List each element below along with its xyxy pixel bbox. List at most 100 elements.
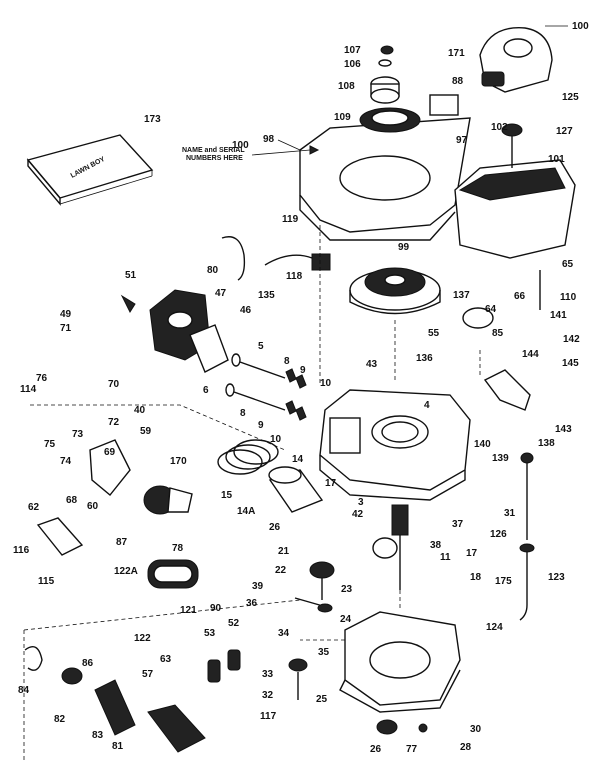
label-122A: 122A xyxy=(114,566,138,577)
part-33-gear xyxy=(288,658,308,672)
label-124: 124 xyxy=(486,622,503,633)
label-117: 117 xyxy=(260,711,277,722)
label-62: 62 xyxy=(28,502,40,513)
label-65: 65 xyxy=(562,259,574,270)
label-47: 47 xyxy=(215,288,227,299)
label-18: 18 xyxy=(470,572,482,583)
name-serial-note: NAME and SERIAL NUMBERS HERE xyxy=(182,145,320,162)
label-40: 40 xyxy=(134,405,146,416)
label-26: 26 xyxy=(269,522,281,533)
label-26b: 26 xyxy=(370,744,382,755)
label-36: 36 xyxy=(246,598,258,609)
label-21: 21 xyxy=(278,546,290,557)
label-72: 72 xyxy=(108,417,120,428)
label-34: 34 xyxy=(278,628,290,639)
label-97: 97 xyxy=(456,135,468,146)
label-55: 55 xyxy=(428,328,440,339)
part-81-filter-cover xyxy=(147,704,206,753)
label-49: 49 xyxy=(60,309,72,320)
label-173: 173 xyxy=(144,114,161,125)
label-102: 102 xyxy=(491,122,508,133)
label-87: 87 xyxy=(116,537,128,548)
part-31-dipstick xyxy=(520,452,534,540)
label-39: 39 xyxy=(252,581,264,592)
label-57: 57 xyxy=(142,669,154,680)
label-71: 71 xyxy=(60,323,72,334)
label-139: 139 xyxy=(492,453,509,464)
label-17: 17 xyxy=(325,478,337,489)
part-121-muffler xyxy=(147,559,199,589)
label-69: 69 xyxy=(104,447,116,458)
label-101: 101 xyxy=(548,154,565,165)
label-52: 52 xyxy=(228,618,240,629)
part-77-washer xyxy=(418,723,428,733)
label-80: 80 xyxy=(207,265,219,276)
label-125: 125 xyxy=(562,92,579,103)
label-15: 15 xyxy=(221,490,233,501)
label-14: 14 xyxy=(292,454,304,465)
label-53: 53 xyxy=(204,628,216,639)
part-109-starter-cup xyxy=(359,107,421,133)
label-127: 127 xyxy=(556,126,573,137)
label-100: 100 xyxy=(232,140,249,151)
part-171-recoil-starter xyxy=(479,27,553,93)
part-11-crankshaft xyxy=(372,504,409,590)
label-106: 106 xyxy=(344,59,361,70)
label-68: 68 xyxy=(66,495,78,506)
label-37: 37 xyxy=(452,519,464,530)
label-9b: 9 xyxy=(258,420,264,431)
label-143: 143 xyxy=(555,424,572,435)
part-cylinder-block xyxy=(319,389,471,501)
label-31: 31 xyxy=(504,508,516,519)
label-118: 118 xyxy=(286,271,303,282)
part-53-tappet xyxy=(207,659,221,683)
label-73: 73 xyxy=(72,429,84,440)
label-5: 5 xyxy=(258,341,264,352)
part-98-blower-housing xyxy=(299,117,471,241)
name-serial-line1: NAME and SERIAL xyxy=(182,147,245,154)
label-84: 84 xyxy=(18,685,30,696)
part-118-ignition-module xyxy=(311,253,331,271)
label-126: 126 xyxy=(490,529,507,540)
assembly-lines xyxy=(23,225,481,760)
name-serial-line2: NUMBERS HERE xyxy=(186,155,243,162)
label-28: 28 xyxy=(460,742,472,753)
label-9a: 9 xyxy=(300,365,306,376)
label-123: 123 xyxy=(548,572,565,583)
label-70: 70 xyxy=(108,379,120,390)
label-17b: 17 xyxy=(466,548,478,559)
part-83-filter-element xyxy=(94,679,136,736)
label-137: 137 xyxy=(453,290,470,301)
part-88-decal xyxy=(429,94,459,116)
label-22: 22 xyxy=(275,565,287,576)
part-115-bracket xyxy=(36,517,84,556)
label-141: 141 xyxy=(550,310,567,321)
label-64: 64 xyxy=(485,304,497,315)
label-82: 82 xyxy=(54,714,66,725)
part-number-labels: 100 171 107 106 108 88 109 125 173 102 1… xyxy=(13,21,589,755)
label-135: 135 xyxy=(258,290,275,301)
label-77: 77 xyxy=(406,744,418,755)
part-52-tappet xyxy=(227,649,241,671)
label-78: 78 xyxy=(172,543,184,554)
label-30: 30 xyxy=(470,724,482,735)
part-25-crankcase-cover xyxy=(339,611,461,713)
part-107-nut xyxy=(380,45,394,55)
label-10b: 10 xyxy=(270,434,282,445)
part-6-valve xyxy=(225,383,286,411)
part-valve-springs xyxy=(285,368,307,421)
label-60: 60 xyxy=(87,501,99,512)
label-25: 25 xyxy=(316,694,328,705)
label-121: 121 xyxy=(180,605,197,616)
part-46-gasket xyxy=(189,324,229,373)
label-35: 35 xyxy=(318,647,330,658)
part-14-piston xyxy=(268,466,324,513)
label-116: 116 xyxy=(13,545,30,556)
part-173-manual: LAWN BOY xyxy=(26,134,154,206)
label-6: 6 xyxy=(203,385,209,396)
part-5-valve xyxy=(231,353,286,379)
part-55-bracket xyxy=(462,307,494,329)
part-22-gear xyxy=(309,561,335,600)
label-8b: 8 xyxy=(240,408,246,419)
